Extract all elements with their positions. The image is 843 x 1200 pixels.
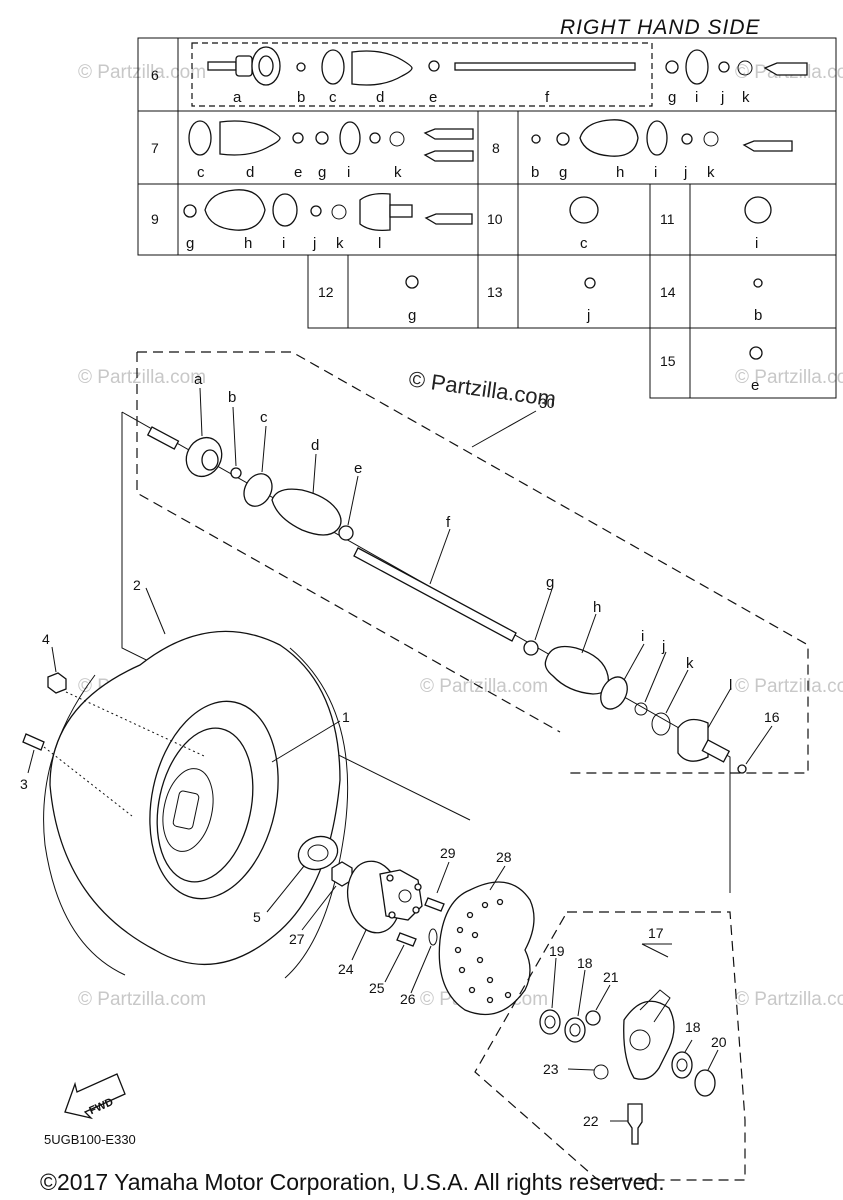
diagram-code: 5UGB100-E330: [44, 1132, 136, 1147]
wm-4: © Partzilla.com: [735, 367, 843, 388]
kit-row-7-part-i: i: [347, 164, 350, 181]
callout-30: 30: [539, 395, 555, 411]
kit-row-10-number: 10: [487, 211, 503, 227]
footer-copyright: ©2017 Yamaha Motor Corporation, U.S.A. A…: [40, 1169, 665, 1195]
kit-row-9-part-g: g: [186, 235, 194, 252]
kit-row-8-part-h: h: [616, 164, 624, 181]
kit-row-9-number: 9: [151, 211, 159, 227]
kit-row-6-part-b: b: [297, 89, 305, 106]
kit-row-6-parts: a b c d e f g i j k: [207, 46, 808, 106]
kit-row-6-part-d: d: [376, 89, 384, 106]
kit-row-9-part-l: l: [378, 235, 381, 252]
kit-row-6-part-e: e: [429, 89, 437, 106]
callout-j: j: [661, 638, 665, 655]
callout-3: 3: [20, 776, 28, 792]
callout-g: g: [546, 574, 554, 591]
kit-row-12-part-g: g: [408, 307, 416, 324]
kit-row-6-part-g: g: [668, 89, 676, 106]
kit-row-7-number: 7: [151, 140, 159, 156]
callout-1: 1: [342, 709, 350, 725]
callout-b: b: [228, 389, 236, 406]
kit-row-6-part-f: f: [545, 89, 550, 106]
callout-k: k: [686, 655, 694, 672]
page-title: RIGHT HAND SIDE: [560, 16, 761, 39]
kit-row-9-parts: g h i j k l: [183, 189, 473, 252]
callout-20: 20: [711, 1034, 727, 1050]
kit-row-8-part-i: i: [654, 164, 657, 181]
kit-row-11-part-i: i: [755, 235, 758, 252]
kit-row-9-part-k: k: [336, 235, 344, 252]
kit-row-7-part-d: d: [246, 164, 254, 181]
wm-7: © Partzilla.com: [735, 676, 843, 697]
callout-25: 25: [369, 980, 385, 996]
callout-4: 4: [42, 631, 50, 647]
kit-row-6-part-c: c: [329, 89, 337, 106]
callout-27: 27: [289, 931, 305, 947]
kit-table: 6 7 8 9 10 11 12 13 14 15 a b c: [137, 37, 837, 399]
kit-row-14-number: 14: [660, 284, 676, 300]
wm-1: © Partzilla.com: [78, 62, 206, 83]
callout-18b: 18: [685, 1019, 701, 1035]
kit-row-15-number: 15: [660, 353, 676, 369]
callout-f: f: [446, 514, 451, 531]
callout-29: 29: [440, 845, 456, 861]
kit-row-6-part-i: i: [695, 89, 698, 106]
kit-row-6-part-a: a: [233, 89, 242, 106]
wm-10: © Partzilla.com: [735, 989, 843, 1010]
kit-row-9-part-j: j: [312, 235, 316, 252]
kit-row-13-number: 13: [487, 284, 503, 300]
callout-22: 22: [583, 1113, 599, 1129]
wm-3: © Partzilla.com: [78, 367, 206, 388]
kit-row-7-part-k: k: [394, 164, 402, 181]
callout-19: 19: [549, 943, 565, 959]
kit-row-6-part-k: k: [742, 89, 750, 106]
kit-row-10-part-c: c: [580, 235, 588, 252]
shaft-assembly: 30 a b c d e f g h: [121, 351, 809, 893]
kit-row-8-part-g: g: [559, 164, 567, 181]
callout-e: e: [354, 460, 362, 477]
kit-row-14-part-b: b: [754, 307, 762, 324]
watermark-main: © Partzilla.com: [407, 366, 557, 411]
callout-l: l: [729, 677, 732, 694]
callout-c: c: [260, 409, 268, 426]
kit-row-7-part-e: e: [294, 164, 302, 181]
callout-16: 16: [764, 709, 780, 725]
callout-a: a: [194, 371, 203, 388]
kit-row-13-part-j: j: [586, 307, 590, 324]
kit-row-7-part-c: c: [197, 164, 205, 181]
callout-i: i: [641, 628, 644, 645]
callout-21: 21: [603, 969, 619, 985]
callout-h: h: [593, 599, 601, 616]
callout-28: 28: [496, 849, 512, 865]
kit-row-11-number: 11: [660, 211, 675, 227]
kit-row-8-part-b: b: [531, 164, 539, 181]
fwd-arrow-icon: FWD: [64, 1073, 126, 1120]
kit-row-8-number: 8: [492, 140, 500, 156]
wheel-assembly: 1 2 4 3 5 27 24 25: [20, 577, 535, 1016]
callout-2: 2: [133, 577, 141, 593]
kit-row-6-number: 6: [151, 67, 159, 83]
wm-8: © Partzilla.com: [78, 989, 206, 1010]
callout-18a: 18: [577, 955, 593, 971]
callout-26: 26: [400, 991, 416, 1007]
wm-6: © Partzilla.com: [420, 676, 548, 697]
callout-24: 24: [338, 961, 354, 977]
kit-row-15-part-e: e: [751, 377, 759, 394]
callout-d: d: [311, 437, 319, 454]
callout-23: 23: [543, 1061, 559, 1077]
callout-5: 5: [253, 909, 261, 925]
knuckle-assembly: 17 19 18 21 18 20 23 22: [474, 911, 746, 1181]
kit-row-7-parts: c d e g i k: [188, 120, 474, 181]
kit-row-9-part-i: i: [282, 235, 285, 252]
kit-row-8-part-k: k: [707, 164, 715, 181]
kit-row-12-number: 12: [318, 284, 334, 300]
kit-row-8-part-j: j: [683, 164, 687, 181]
kit-row-7-part-g: g: [318, 164, 326, 181]
kit-row-8-parts: b g h i j k: [531, 119, 793, 181]
callout-17: 17: [648, 925, 664, 941]
kit-row-9-part-h: h: [244, 235, 252, 252]
kit-row-6-part-j: j: [720, 89, 724, 106]
